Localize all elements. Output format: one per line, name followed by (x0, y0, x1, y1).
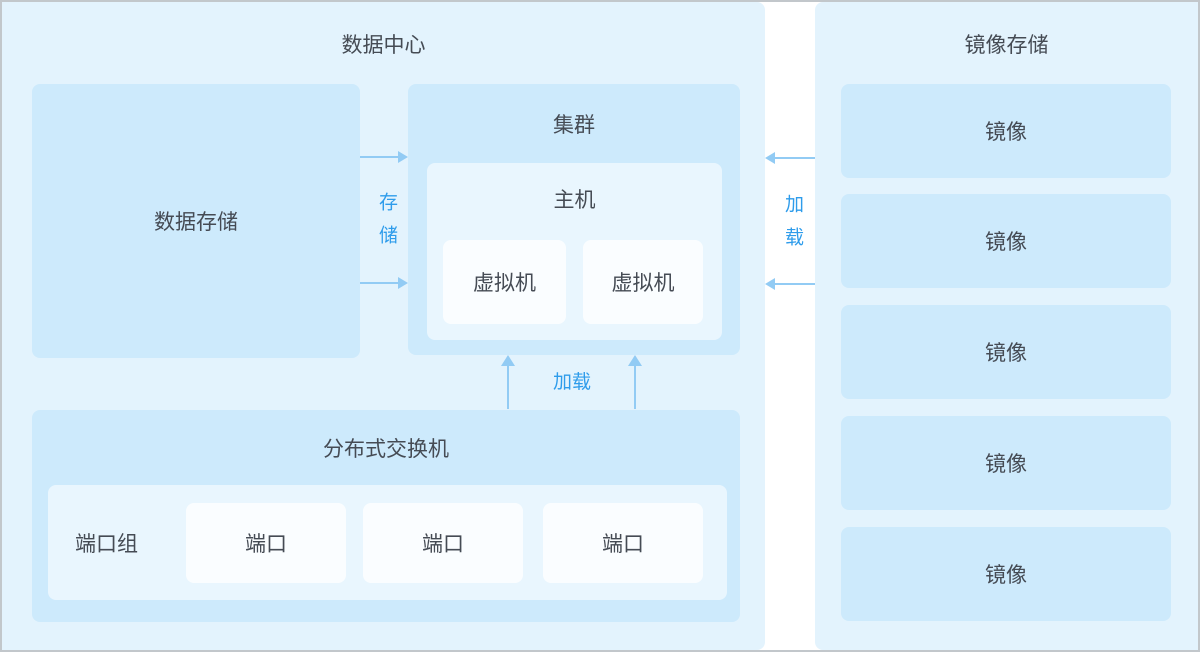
arrow-up-icon (501, 355, 515, 409)
port-box: 端口 (543, 503, 703, 583)
port-label: 端口 (245, 533, 287, 556)
image-box: 镜像 (841, 527, 1171, 621)
vm-box: 虚拟机 (443, 240, 566, 324)
distributed-switch-box: 分布式交换机 端口组 端口 端口 端口 (32, 410, 740, 622)
image-storage-panel: 镜像存储 镜像 镜像 镜像 镜像 镜像 (815, 2, 1198, 650)
vm-label: 虚拟机 (611, 272, 675, 295)
image-label: 镜像 (985, 453, 1027, 476)
distributed-switch-title: 分布式交换机 (323, 438, 449, 461)
arrow-left-icon (765, 278, 815, 290)
datacenter-title: 数据中心 (341, 34, 426, 57)
host-title: 主机 (553, 189, 596, 212)
storage-edge-label: 存储 (376, 192, 397, 258)
port-box: 端口 (363, 503, 523, 583)
image-storage-title: 镜像存储 (964, 34, 1049, 57)
image-label: 镜像 (985, 231, 1027, 254)
load-edge-label: 加载 (782, 194, 803, 260)
load-edge-label: 加载 (552, 372, 591, 393)
arrow-right-icon (360, 151, 408, 163)
vm-box: 虚拟机 (583, 240, 703, 324)
image-box: 镜像 (841, 416, 1171, 510)
arrow-left-icon (765, 152, 815, 164)
port-label: 端口 (602, 533, 644, 556)
datacenter-panel: 数据中心 数据存储 集群 主机 虚拟机 虚拟机 分布式交换机 端口组 (2, 2, 765, 650)
arrow-right-icon (360, 277, 408, 289)
arrow-up-icon (628, 355, 642, 409)
image-box: 镜像 (841, 84, 1171, 178)
port-group-box: 端口组 端口 端口 端口 (48, 485, 727, 600)
image-label: 镜像 (985, 342, 1027, 365)
host-box: 主机 虚拟机 虚拟机 (427, 163, 722, 340)
image-box: 镜像 (841, 194, 1171, 288)
vm-label: 虚拟机 (473, 272, 536, 295)
data-storage-label: 数据存储 (154, 211, 238, 234)
data-storage-box: 数据存储 (32, 84, 360, 358)
cluster-box: 集群 主机 虚拟机 虚拟机 (408, 84, 740, 355)
port-group-label: 端口组 (75, 532, 138, 556)
port-box: 端口 (186, 503, 346, 583)
port-label: 端口 (422, 533, 464, 556)
cluster-title: 集群 (553, 114, 595, 137)
image-label: 镜像 (985, 121, 1027, 144)
image-label: 镜像 (985, 564, 1027, 587)
image-box: 镜像 (841, 305, 1171, 399)
